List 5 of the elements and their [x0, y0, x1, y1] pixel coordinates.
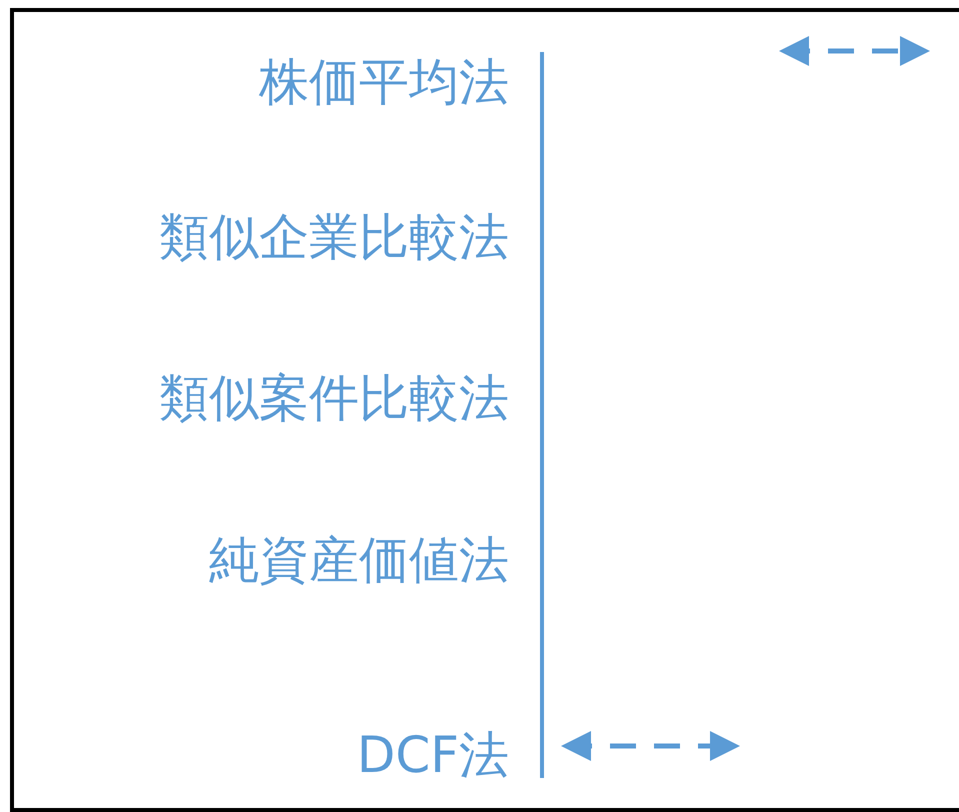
method-label: 株価平均法	[259, 52, 509, 112]
method-label: 純資産価値法	[209, 530, 509, 590]
method-label: 類似企業比較法	[159, 207, 509, 267]
method-label: 類似案件比較法	[159, 368, 509, 428]
method-label: DCF法	[356, 725, 509, 785]
